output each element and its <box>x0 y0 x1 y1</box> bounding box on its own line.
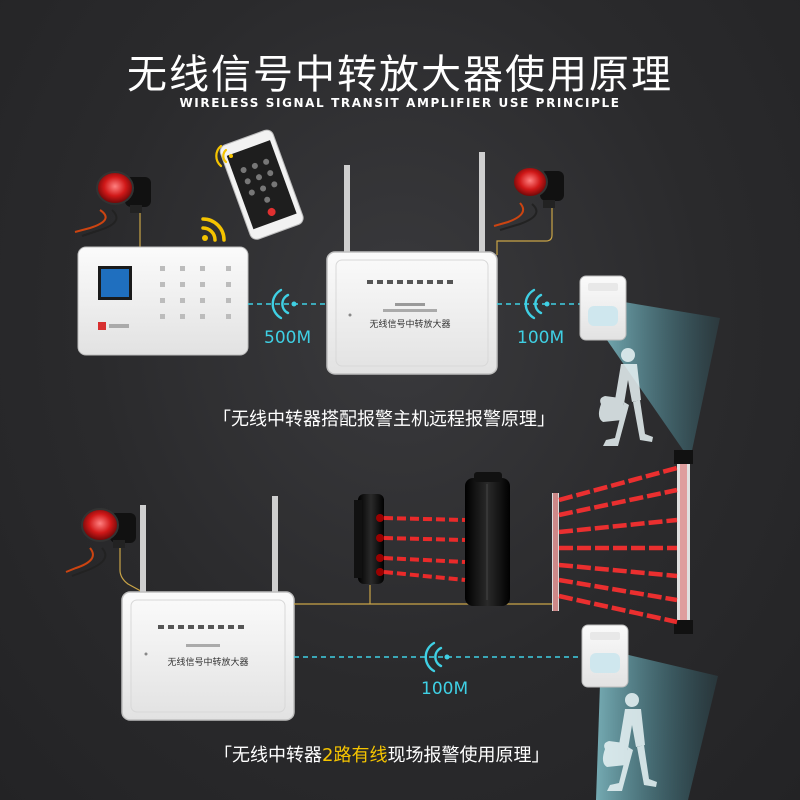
repeater-label-top: 无线信号中转放大器 <box>369 318 450 330</box>
infrared-beam-receiver <box>465 472 510 606</box>
signal-waves-icon <box>424 641 450 673</box>
pir-detector-device-bottom <box>581 624 629 688</box>
laser-beams-long <box>558 465 678 625</box>
signal-waves-icon <box>271 288 297 320</box>
distance-label-500m: 500M <box>264 328 312 348</box>
wifi-icon <box>201 217 226 242</box>
laser-beams-short <box>383 516 466 582</box>
signal-waves-icon <box>524 288 550 320</box>
caption-bottom-post: 现场报警使用原理」 <box>387 745 550 766</box>
laser-fence-pole-right <box>674 450 693 634</box>
repeater-label-bottom: 无线信号中转放大器 <box>167 656 248 668</box>
siren-icon <box>74 171 151 237</box>
siren-icon-bottom <box>65 508 136 577</box>
pir-detector-device <box>579 275 627 341</box>
distance-label-100m-bottom: 100M <box>421 679 469 699</box>
page-title: 无线信号中转放大器使用原理 <box>127 52 673 98</box>
alarm-host-device <box>77 246 249 356</box>
wire-line-right <box>496 208 553 255</box>
signal-waves-icon <box>215 144 233 168</box>
walking-person-icon <box>598 348 653 446</box>
caption-top: 「无线中转器搭配报警主机远程报警原理」 <box>213 409 555 430</box>
wire-line-bottom <box>119 548 151 597</box>
smartphone-icon <box>219 129 304 240</box>
walking-person-icon <box>602 693 657 791</box>
caption-bottom-highlight: 2路有线 <box>322 745 388 766</box>
caption-bottom-pre: 「无线中转器 <box>214 745 322 766</box>
infrared-beam-emitter <box>354 494 384 584</box>
laser-fence-pole-left <box>552 493 559 611</box>
page-subtitle: WIRELESS SIGNAL TRANSIT AMPLIFIER USE PR… <box>179 96 621 110</box>
siren-icon-right <box>493 166 564 231</box>
repeater-device-top: 无线信号中转放大器 <box>326 152 498 375</box>
caption-bottom: 「无线中转器2路有线现场报警使用原理」 <box>214 741 549 767</box>
distance-label-100m-top: 100M <box>517 328 565 348</box>
detection-beam <box>600 300 720 460</box>
repeater-device-bottom: 无线信号中转放大器 <box>121 496 295 721</box>
wired-connection-line <box>294 585 556 605</box>
